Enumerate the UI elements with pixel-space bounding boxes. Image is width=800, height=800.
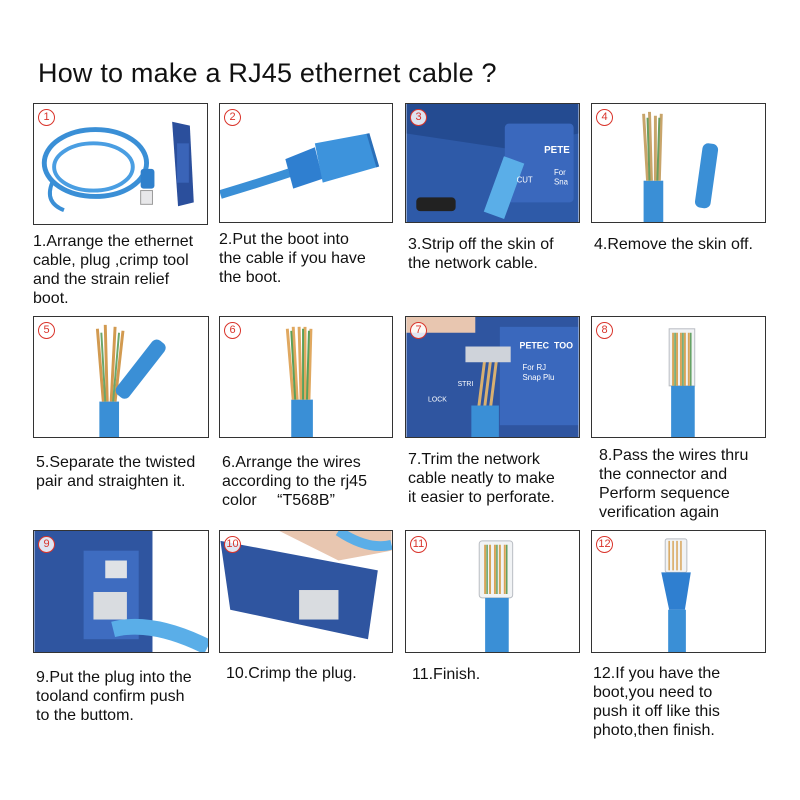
step-2-photo: 2 xyxy=(219,103,393,223)
step-11-photo: 11 xyxy=(405,530,580,653)
step-4-photo: 4 xyxy=(591,103,766,223)
arranged-wires-illustration xyxy=(285,326,313,437)
step-badge: 6 xyxy=(224,322,241,339)
step-12-caption: 12.If you have the boot,you need to push… xyxy=(593,665,721,739)
step-6-caption: 6.Arrange the wires according to the rj4… xyxy=(222,454,367,509)
stripped-cable-illustration xyxy=(642,111,719,222)
boot-on-cable-illustration xyxy=(220,133,380,199)
separated-pairs-illustration xyxy=(95,324,166,437)
step-5-caption: 5.Separate the twisted pair and straight… xyxy=(36,454,196,490)
step-7-caption: 7.Trim the network cable neatly to make … xyxy=(408,451,555,506)
tool-cut-text: CUT xyxy=(517,176,533,185)
step-7-photo: 7 PETEC TOO For RJ Snap Plu STRI LOCK xyxy=(405,316,580,438)
step-1-photo: 1 xyxy=(33,103,208,225)
page-title: How to make a RJ45 ethernet cable ? xyxy=(38,58,497,88)
step-3-caption: 3.Strip off the skin of the network cabl… xyxy=(408,236,554,272)
tool-snap-text: Sna xyxy=(554,178,569,187)
plug-with-boot-illustration xyxy=(661,538,691,652)
step-badge: 5 xyxy=(38,322,55,339)
wires-in-plug-illustration xyxy=(668,328,696,437)
tool-and-cable-illustration xyxy=(41,121,194,213)
step-badge: 3 xyxy=(410,109,427,126)
step-10-photo: 10 xyxy=(219,530,393,653)
step-4-caption: 4.Remove the skin off. xyxy=(594,236,753,253)
trimming-tool-illustration: PETEC TOO For RJ Snap Plu STRI LOCK xyxy=(406,317,579,437)
step-9-caption: 9.Put the plug into the tooland confirm … xyxy=(36,669,192,724)
tool-brand-text: PETE xyxy=(544,145,570,156)
finished-plug-illustration xyxy=(478,540,514,652)
plug-in-tool-illustration xyxy=(34,531,208,652)
step-badge: 1 xyxy=(38,109,55,126)
step-badge: 4 xyxy=(596,109,613,126)
step-badge: 7 xyxy=(410,322,427,339)
step-3-photo: 3 PETE CUT For Sna xyxy=(405,103,580,223)
tool-strip-text: STRI xyxy=(458,381,474,388)
stripping-tool-illustration: PETE CUT For Sna xyxy=(406,104,579,222)
step-6-photo: 6 xyxy=(219,316,393,438)
step-badge: 12 xyxy=(596,536,613,553)
step-1-caption: 1.Arrange the ethernet cable, plug ,crim… xyxy=(33,233,194,307)
step-badge: 9 xyxy=(38,536,55,553)
step-10-caption: 10.Crimp the plug. xyxy=(226,665,357,682)
crimping-illustration xyxy=(220,531,392,652)
step-2-caption: 2.Put the boot into the cable if you hav… xyxy=(219,231,366,286)
tool-lock-text: LOCK xyxy=(428,397,447,404)
step-11-caption: 11.Finish. xyxy=(412,666,481,683)
tool-brand-text: PETEC xyxy=(520,340,550,350)
step-badge: 11 xyxy=(410,536,427,553)
step-badge: 8 xyxy=(596,322,613,339)
step-8-photo: 8 xyxy=(591,316,766,438)
step-badge: 10 xyxy=(224,536,241,553)
tool-for-text: For xyxy=(554,168,566,177)
tool-brand-text-2: TOO xyxy=(554,340,573,350)
tool-for-text: For RJ xyxy=(523,363,547,372)
tool-snap-text: Snap Plu xyxy=(523,373,555,382)
step-12-photo: 12 xyxy=(591,530,766,653)
step-8-caption: 8.Pass the wires thru the connector and … xyxy=(599,447,749,521)
step-badge: 2 xyxy=(224,109,241,126)
step-9-photo: 9 xyxy=(33,530,209,653)
step-5-photo: 5 xyxy=(33,316,209,438)
